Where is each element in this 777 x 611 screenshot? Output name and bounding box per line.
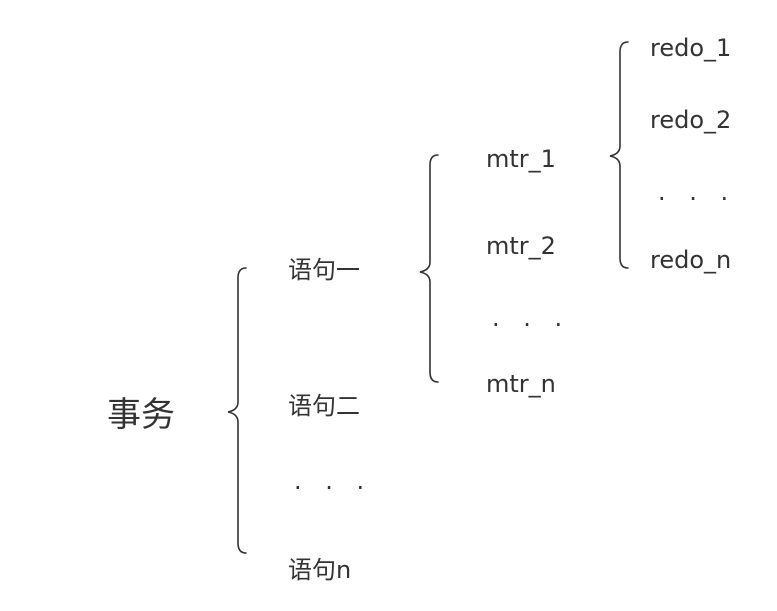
statement-1-label: 语句一 (288, 256, 360, 284)
brace-transaction (227, 267, 247, 554)
brace-mtr-1 (609, 41, 629, 269)
statement-ellipsis: · · · (294, 474, 373, 502)
statement-2-label: 语句二 (288, 392, 360, 420)
redo-1-label: redo_1 (650, 34, 732, 62)
statement-n-label: 语句n (288, 556, 352, 584)
brace-statement-1 (419, 154, 439, 383)
mtr-2-label: mtr_2 (486, 232, 556, 260)
mtr-1-label: mtr_1 (486, 145, 556, 173)
redo-n-label: redo_n (650, 246, 732, 274)
root-transaction-label: 事务 (107, 395, 175, 435)
redo-ellipsis: · · · (658, 185, 737, 213)
mtr-ellipsis: · · · (492, 311, 571, 339)
mtr-n-label: mtr_n (486, 370, 556, 398)
redo-2-label: redo_2 (650, 106, 732, 134)
